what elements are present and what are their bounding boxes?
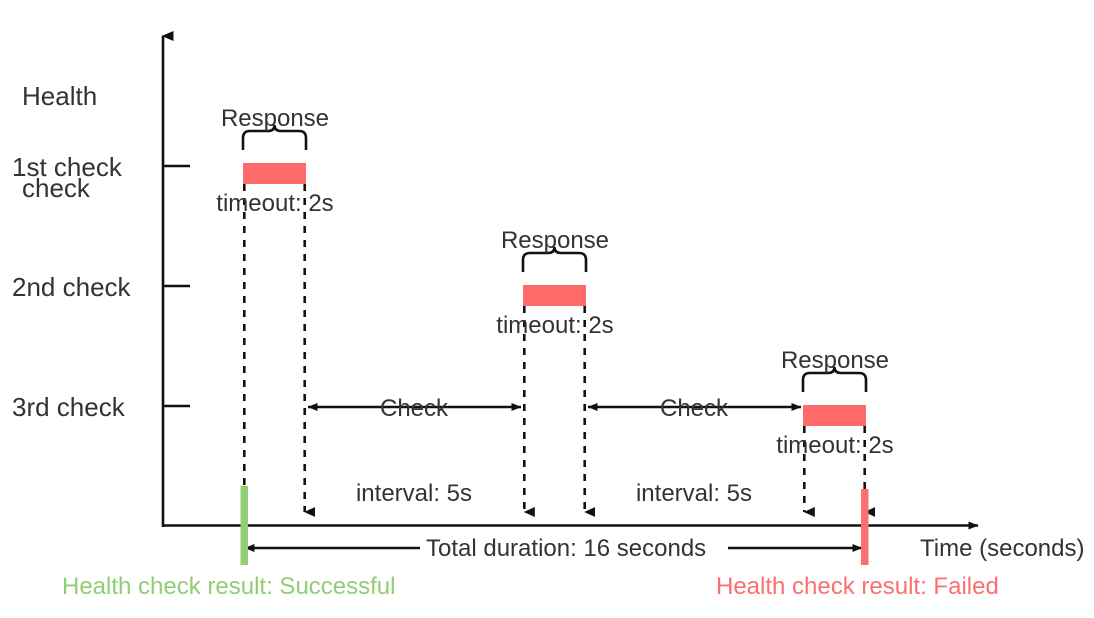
- response-bar-3: [803, 405, 866, 426]
- response-timeout-label-1-line1: Response: [220, 104, 330, 132]
- response-timeout-label-2: Response timeout: 2s: [455, 170, 655, 368]
- check-interval-label-2-line2: interval: 5s: [635, 479, 753, 507]
- y-tick-label-1st: 1st check: [12, 152, 122, 182]
- y-tick-label-3rd: 3rd check: [12, 392, 125, 422]
- response-timeout-label-2-line2: timeout: 2s: [496, 311, 614, 339]
- total-duration-label: Total duration: 16 seconds: [426, 535, 707, 562]
- check-interval-label-1: Check interval: 5s: [314, 338, 514, 536]
- success-result-label: Health check result: Successful: [62, 573, 396, 600]
- success-marker: [240, 486, 248, 565]
- timeout-brace-1: [241, 124, 308, 150]
- check-interval-label-2-line1: Check: [659, 394, 729, 422]
- check-interval-label-1-line2: interval: 5s: [355, 479, 473, 507]
- response-timeout-label-2-line1: Response: [500, 226, 610, 254]
- failure-marker: [861, 489, 869, 565]
- response-timeout-label-3: Response timeout: 2s: [735, 290, 935, 488]
- failure-result-label: Health check result: Failed: [716, 573, 999, 600]
- response-bar-1: [243, 163, 306, 184]
- timeout-brace-3: [801, 366, 868, 392]
- x-axis-title: Time (seconds): [920, 535, 1085, 562]
- timeout-brace-2: [521, 246, 588, 272]
- y-axis-title: Health check: [22, 20, 97, 235]
- response-bar-2: [523, 285, 586, 306]
- y-axis-title-line2: check: [22, 173, 90, 204]
- y-axis-title-line1: Health: [22, 81, 98, 112]
- check-interval-label-1-line1: Check: [379, 394, 449, 422]
- response-timeout-label-3-line1: Response: [780, 346, 890, 374]
- y-tick-label-2nd: 2nd check: [12, 272, 131, 302]
- check-interval-label-2: Check interval: 5s: [594, 338, 794, 536]
- response-timeout-label-1: Response timeout: 2s: [175, 48, 375, 246]
- response-timeout-label-1-line2: timeout: 2s: [216, 189, 334, 217]
- response-timeout-label-3-line2: timeout: 2s: [776, 431, 894, 459]
